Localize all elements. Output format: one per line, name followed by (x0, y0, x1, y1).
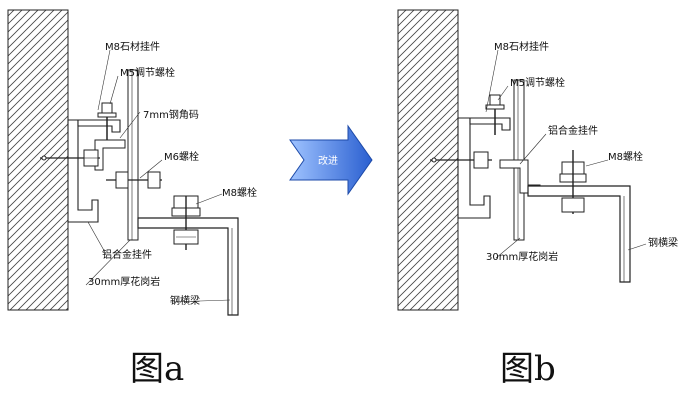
aluminium-hanger-a (67, 119, 99, 223)
aluminium-hanger-b (457, 117, 491, 219)
figure-b: M8石材挂件 M5调节螺栓 铝合金挂件 M8螺栓 30mm厚花岗岩 钢横梁 图b (397, 9, 678, 389)
steel-beam-a (137, 217, 239, 316)
label-m6-bolt-a: M6螺栓 (164, 150, 199, 163)
label-m8-bolt-b: M8螺栓 (608, 150, 643, 163)
wall-bolt-b (430, 151, 492, 169)
label-steel-beam-b: 钢横梁 (648, 236, 678, 249)
angle-code-a (94, 139, 126, 171)
improvement-arrow: 改进 (289, 124, 373, 196)
label-angle-code-a: 7mm钢角码 (143, 108, 199, 121)
m8-bolt-b (559, 150, 587, 214)
granite-slab-a (127, 69, 139, 241)
label-al-hanger-b: 铝合金挂件 (548, 124, 598, 137)
label-steel-beam-a: 钢横梁 (170, 294, 200, 307)
steel-beam-b (527, 185, 631, 283)
caption-b: 图b (500, 349, 556, 389)
arrow-label: 改进 (318, 154, 338, 167)
label-m8-stone-pin-b: M8石材挂件 (494, 40, 549, 53)
leaders-a (85, 49, 231, 303)
m6-bolt-a (106, 171, 162, 189)
leaders-b (485, 49, 647, 259)
caption-a: 图a (130, 349, 184, 389)
wall-bolt-a (40, 149, 100, 167)
wall-a (7, 9, 69, 311)
figure-a: M8石材挂件 M5调节螺栓 7mm钢角码 M6螺栓 M8螺栓 铝合金挂件 30m… (7, 9, 257, 389)
m5-bolt-b (485, 94, 505, 135)
label-m5-bolt-a: M5调节螺栓 (120, 66, 175, 79)
label-granite-a: 30mm厚花岗岩 (88, 275, 160, 288)
label-m8-bolt-a: M8螺栓 (222, 186, 257, 199)
label-m5-bolt-b: M5调节螺栓 (510, 76, 565, 89)
m8-bolt-a (171, 195, 201, 250)
m5-bolt-a (97, 102, 117, 140)
label-m8-stone-pin-a: M8石材挂件 (105, 40, 160, 53)
label-granite-b: 30mm厚花岗岩 (486, 250, 558, 263)
label-al-hanger-a: 铝合金挂件 (102, 248, 152, 261)
